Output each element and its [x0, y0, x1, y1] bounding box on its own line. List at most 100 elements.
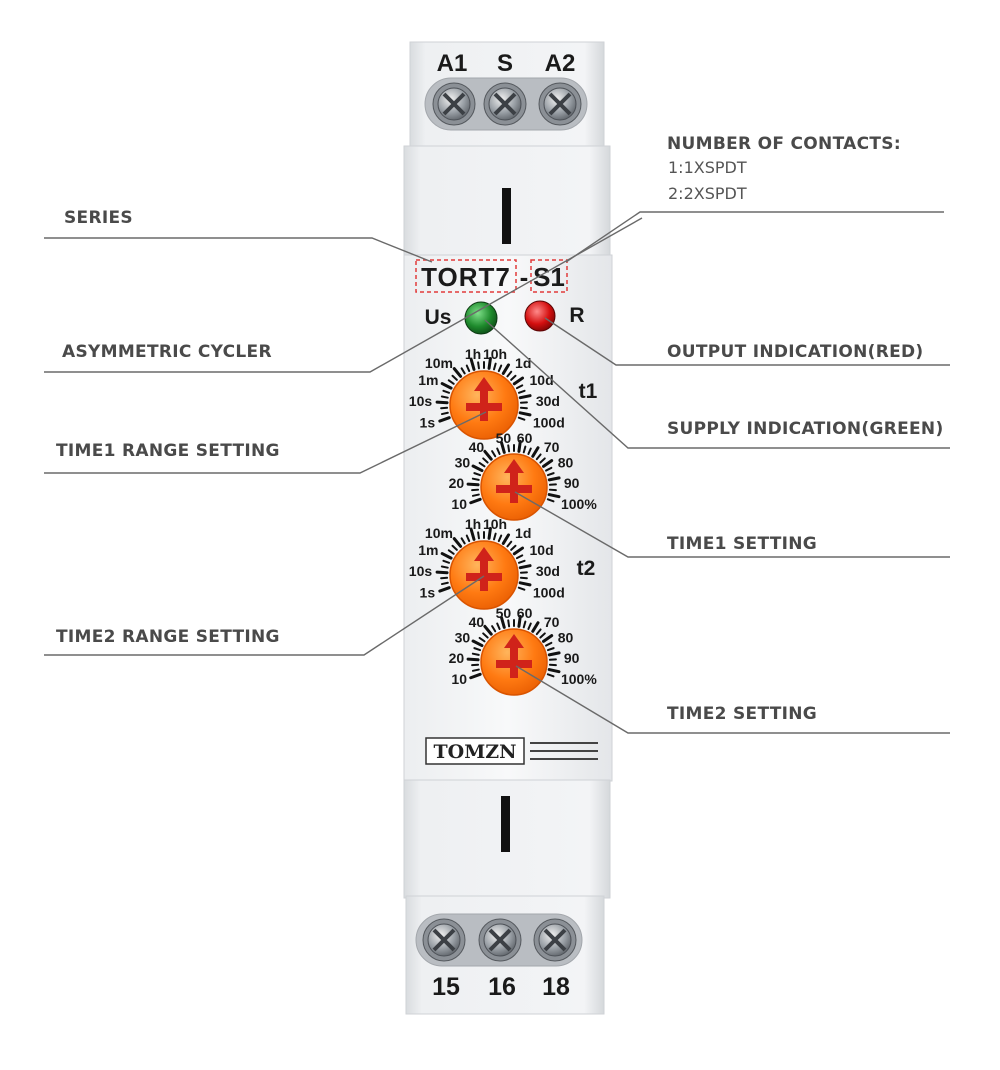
bottom-slot — [501, 796, 510, 852]
model-series-text: TORT7 — [421, 262, 511, 292]
terminal-s-label: S — [497, 50, 513, 77]
dial-scale-label: 1s — [420, 585, 436, 601]
dial-tick — [473, 495, 479, 496]
dial-scale-label: 30d — [536, 393, 560, 409]
brand-logo: TOMZN — [434, 741, 517, 763]
dial-scale-label: 10s — [409, 393, 433, 409]
dial-tick — [442, 413, 448, 414]
time2-setting-callout: TIME2 SETTING — [667, 704, 817, 724]
time1-range-callout: TIME1 RANGE SETTING — [56, 441, 280, 461]
contacts-option-2: 2:2XSPDT — [668, 184, 747, 203]
dial-scale-label: 90 — [564, 650, 580, 666]
dial-scale-label: 1m — [418, 372, 438, 388]
terminal-screw-icon[interactable] — [484, 83, 526, 125]
contacts-leader — [566, 212, 944, 262]
dial-tick — [508, 445, 509, 451]
dial-scale-label: 50 — [496, 605, 512, 621]
dial-scale-label: 40 — [469, 614, 485, 630]
terminal-15-label: 15 — [432, 973, 460, 1001]
dial-tick — [549, 670, 559, 672]
dial-scale-label: 70 — [544, 614, 560, 630]
dial-scale-label: 60 — [517, 605, 533, 621]
dial-tick — [442, 583, 448, 584]
output-led-label: R — [569, 304, 584, 327]
dial-scale-label: 10h — [483, 346, 507, 362]
dial-tick — [520, 413, 530, 415]
dial-scale-label: 100d — [533, 415, 565, 431]
terminal-screw-icon[interactable] — [539, 83, 581, 125]
dial-tick — [442, 566, 448, 567]
dial-scale-label: 10m — [425, 525, 453, 541]
terminal-16-label: 16 — [488, 973, 516, 1001]
dial-tick — [549, 495, 559, 497]
dial-scale-label: 1d — [515, 355, 531, 371]
dial-scale-label: 1h — [465, 516, 481, 532]
supply-led-green — [465, 302, 497, 334]
dial-tick — [549, 653, 559, 655]
dial-tick — [549, 478, 559, 480]
terminal-screw-icon[interactable] — [534, 919, 576, 961]
dial-scale-label: 70 — [544, 439, 560, 455]
dial-scale-label: 10m — [425, 355, 453, 371]
dial-tick — [473, 479, 479, 480]
dial-tick — [520, 566, 530, 568]
dial-scale-label: 50 — [496, 430, 512, 446]
top-slot — [502, 188, 511, 244]
dial-tick — [473, 670, 479, 671]
dial-scale-label: 100% — [561, 671, 597, 687]
dial-scale-label: 10 — [451, 671, 467, 687]
dial-scale-label: 1m — [418, 542, 438, 558]
dial-scale-label: 10d — [530, 372, 554, 388]
dial-scale-label: 30d — [536, 563, 560, 579]
dial-scale-label: 80 — [558, 630, 574, 646]
terminal-a1-label: A1 — [437, 50, 468, 77]
supply-indication-callout: SUPPLY INDICATION(GREEN) — [667, 419, 944, 439]
dial-scale-label: 20 — [449, 650, 465, 666]
output-indication-callout: OUTPUT INDICATION(RED) — [667, 342, 924, 362]
contacts-option-1: 1:1XSPDT — [668, 158, 747, 177]
dial-tick — [520, 583, 530, 585]
time1-setting-callout: TIME1 SETTING — [667, 534, 817, 554]
dial-scale-label: 60 — [517, 430, 533, 446]
dial-tick — [478, 362, 479, 368]
t1-label: t1 — [579, 380, 598, 403]
time2-range-callout: TIME2 RANGE SETTING — [56, 627, 280, 647]
terminal-screw-icon[interactable] — [423, 919, 465, 961]
dial-tick — [473, 654, 479, 655]
dial-scale-label: 30 — [455, 630, 471, 646]
terminal-a2-label: A2 — [545, 50, 576, 77]
series-callout: SERIES — [64, 208, 133, 228]
dial-scale-label: 100% — [561, 496, 597, 512]
dial-scale-label: 90 — [564, 475, 580, 491]
dial-tick — [468, 659, 478, 660]
dial-scale-label: 80 — [558, 455, 574, 471]
dial-scale-label: 10 — [451, 496, 467, 512]
dial-tick — [468, 484, 478, 485]
dial-tick — [520, 396, 530, 398]
dial-scale-label: 40 — [469, 439, 485, 455]
dial-scale-label: 100d — [533, 585, 565, 601]
asymmetric-callout: ASYMMETRIC CYCLER — [62, 342, 272, 362]
dial-tick — [437, 572, 447, 573]
dial-scale-label: 1d — [515, 525, 531, 541]
dial-tick — [508, 620, 509, 626]
supply-led-label: Us — [425, 306, 452, 329]
terminal-screw-icon[interactable] — [479, 919, 521, 961]
t2-label: t2 — [577, 557, 596, 580]
dial-scale-label: 30 — [455, 455, 471, 471]
contacts-callout-title: NUMBER OF CONTACTS: — [667, 134, 901, 154]
dial-scale-label: 10s — [409, 563, 433, 579]
dial-tick — [478, 532, 479, 538]
dial-scale-label: 10h — [483, 516, 507, 532]
model-dash-text: - — [520, 262, 529, 292]
dial-scale-label: 20 — [449, 475, 465, 491]
dial-scale-label: 10d — [530, 542, 554, 558]
terminal-screw-icon[interactable] — [433, 83, 475, 125]
dial-tick — [442, 396, 448, 397]
output-led-red — [525, 301, 555, 331]
dial-tick — [437, 402, 447, 403]
terminal-18-label: 18 — [542, 973, 570, 1001]
dial-scale-label: 1h — [465, 346, 481, 362]
